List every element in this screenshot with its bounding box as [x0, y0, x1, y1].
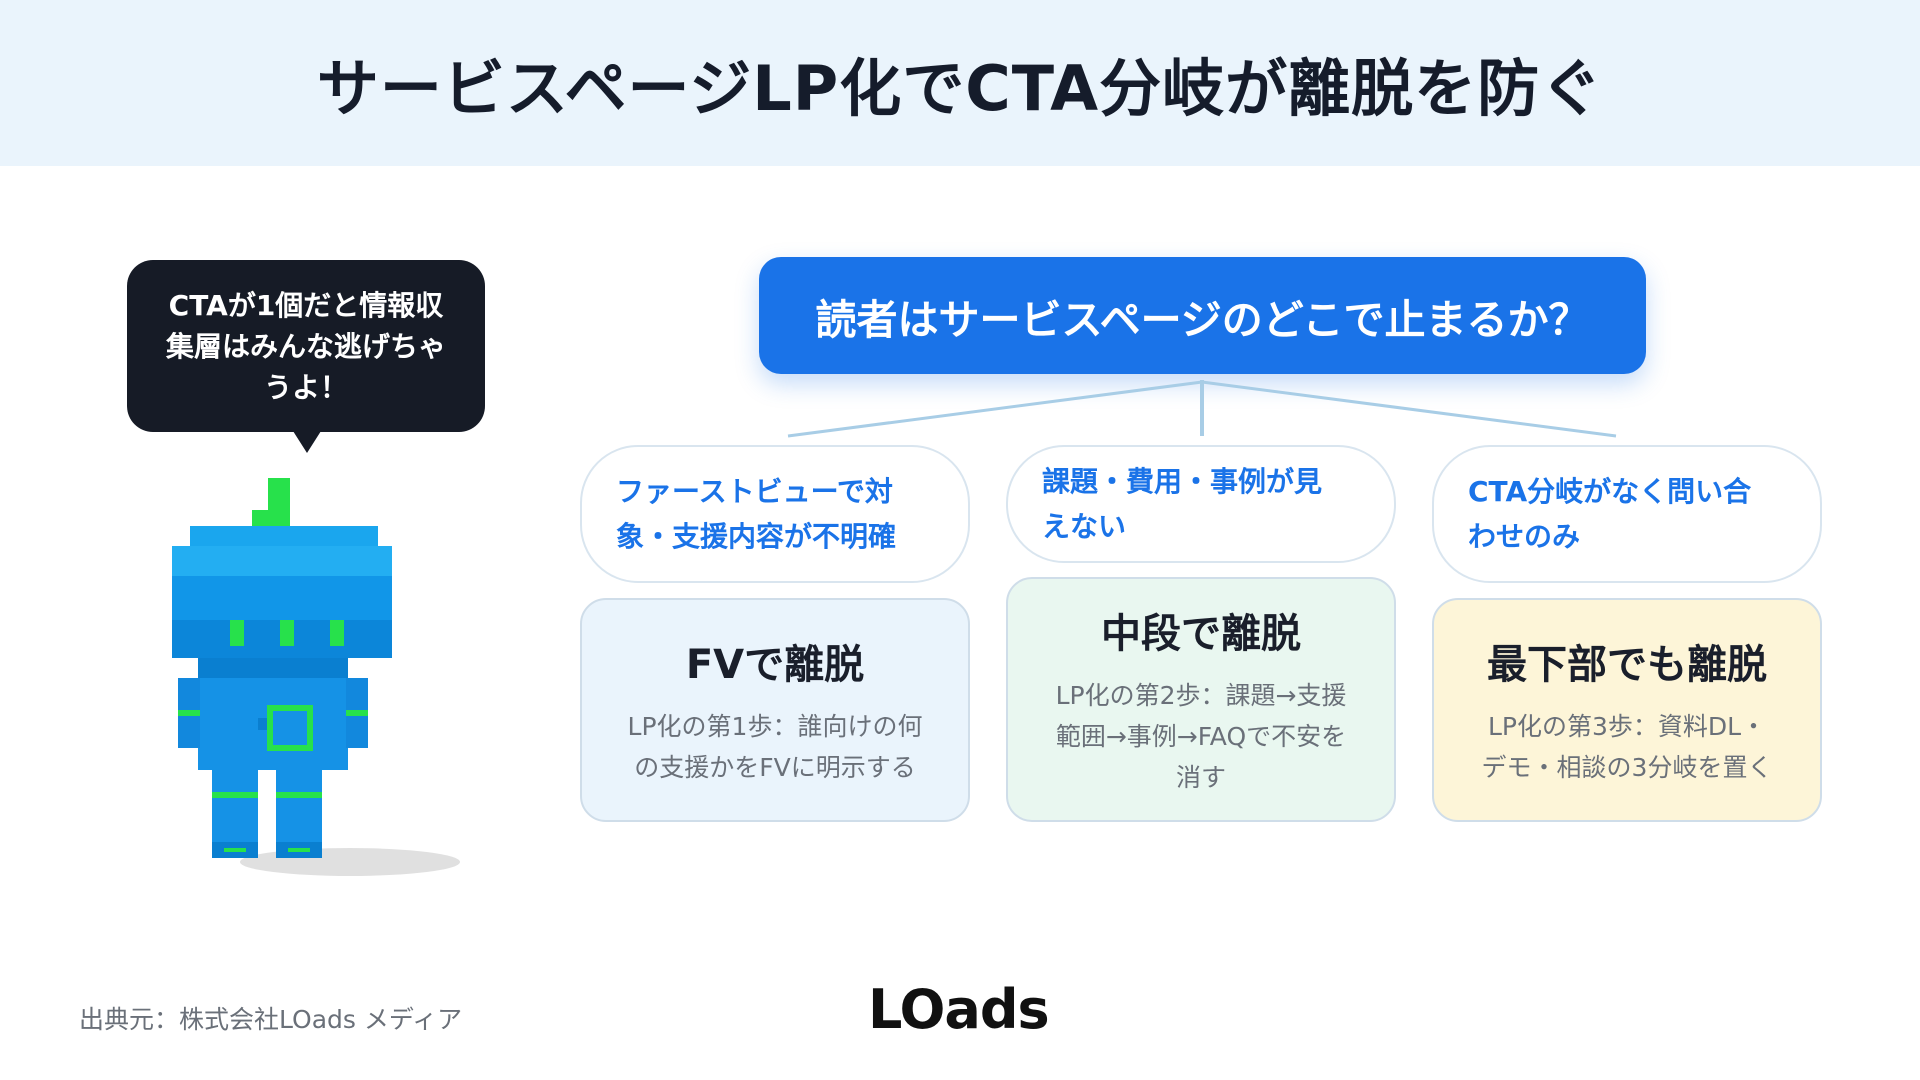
voxel-robot-mascot-icon	[172, 478, 460, 876]
desc-line: 消す	[1175, 763, 1226, 792]
card-description: LP化の第1歩：誰向けの何 の支援かをFVに明示する	[628, 706, 923, 788]
source-credit: 出典元：株式会社LOads メディア	[79, 1005, 463, 1034]
card-title: 中段で離脱	[1101, 611, 1301, 657]
speech-bubble-tail	[293, 431, 321, 453]
bubble-line: 集層はみんな逃げちゃ	[165, 329, 446, 363]
issue-bubble-fv: ファーストビューで対 象・支援内容が不明確	[580, 445, 970, 583]
card-middle-dropoff: 中段で離脱 LP化の第2歩：課題→支援 範囲→事例→FAQで不安を 消す	[1006, 577, 1396, 822]
desc-line: LP化の第3歩：資料DL・	[1487, 712, 1767, 741]
issue-line: ファーストビューで対	[616, 475, 893, 508]
bubble-line: うよ！	[263, 370, 348, 404]
desc-line: デモ・相談の3分岐を置く	[1481, 753, 1773, 782]
page-title: サービスページLP化でCTA分岐が離脱を防ぐ	[316, 52, 1604, 125]
desc-line: LP化の第1歩：誰向けの何	[627, 712, 923, 741]
issue-bubble-middle: 課題・費用・事例が見 えない	[1006, 445, 1396, 563]
issue-line: 課題・費用・事例が見	[1042, 465, 1323, 498]
question-box: 読者はサービスページのどこで止まるか？	[759, 257, 1646, 374]
card-fv-dropoff: FVで離脱 LP化の第1歩：誰向けの何 の支援かをFVに明示する	[580, 598, 970, 822]
loads-logo: LOads	[868, 978, 1050, 1041]
issue-line: えない	[1042, 510, 1127, 543]
header-banner: サービスページLP化でCTA分岐が離脱を防ぐ	[0, 0, 1920, 166]
speech-bubble: CTAが1個だと情報収 集層はみんな逃げちゃ うよ！	[127, 260, 485, 432]
card-description: LP化の第3歩：資料DL・ デモ・相談の3分岐を置く	[1482, 706, 1773, 788]
desc-line: LP化の第2歩：課題→支援	[1055, 681, 1347, 710]
issue-line: 象・支援内容が不明確	[616, 520, 897, 553]
desc-line: の支援かをFVに明示する	[634, 753, 916, 782]
card-title: FVで離脱	[685, 642, 865, 688]
card-bottom-dropoff: 最下部でも離脱 LP化の第3歩：資料DL・ デモ・相談の3分岐を置く	[1432, 598, 1822, 822]
issue-line: わせのみ	[1468, 520, 1581, 553]
bubble-line: CTAが1個だと情報収	[168, 288, 444, 322]
card-description: LP化の第2歩：課題→支援 範囲→事例→FAQで不安を 消す	[1056, 675, 1347, 798]
issue-bubble-bottom: CTA分岐がなく問い合 わせのみ	[1432, 445, 1822, 583]
issue-line: CTA分岐がなく問い合	[1468, 475, 1752, 508]
card-title: 最下部でも離脱	[1487, 642, 1767, 688]
desc-line: 範囲→事例→FAQで不安を	[1055, 722, 1347, 751]
